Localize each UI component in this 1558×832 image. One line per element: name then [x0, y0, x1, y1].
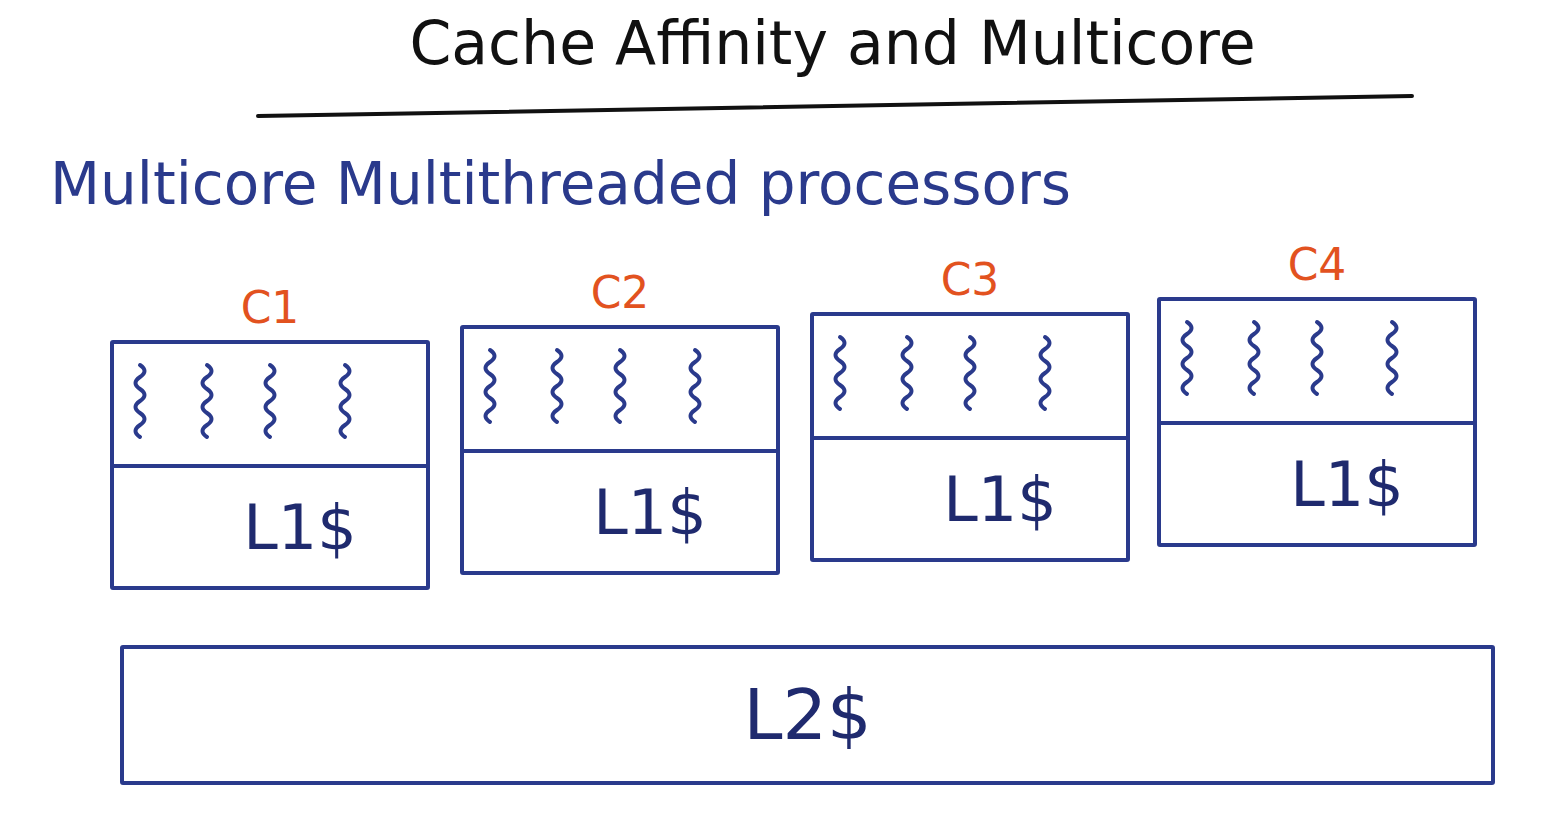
cache-label: L1$ — [243, 491, 356, 564]
l2-cache-box: L2$ — [120, 645, 1495, 785]
cache-label: L1$ — [593, 476, 706, 549]
title-underline — [258, 96, 1412, 116]
core-label: C1 — [114, 282, 426, 333]
core-box: C4L1$ — [1157, 297, 1477, 547]
core-box: C1L1$ — [110, 340, 430, 590]
core-box: C2L1$ — [460, 325, 780, 575]
l1-cache-band: L1$ — [1161, 421, 1473, 543]
core-box: C3L1$ — [810, 312, 1130, 562]
core-label: C2 — [464, 267, 776, 318]
cache-label: L1$ — [943, 463, 1056, 536]
cache-label: L1$ — [1290, 448, 1403, 521]
cache-label: L2$ — [743, 674, 871, 756]
core-label: C4 — [1161, 239, 1473, 290]
diagram-title: Cache Affinity and Multicore — [255, 8, 1410, 78]
l1-cache-band: L1$ — [114, 464, 426, 586]
subtitle-label: Multicore Multithreaded processors — [50, 150, 1071, 218]
core-label: C3 — [814, 254, 1126, 305]
l1-cache-band: L1$ — [814, 436, 1126, 558]
l1-cache-band: L1$ — [464, 449, 776, 571]
